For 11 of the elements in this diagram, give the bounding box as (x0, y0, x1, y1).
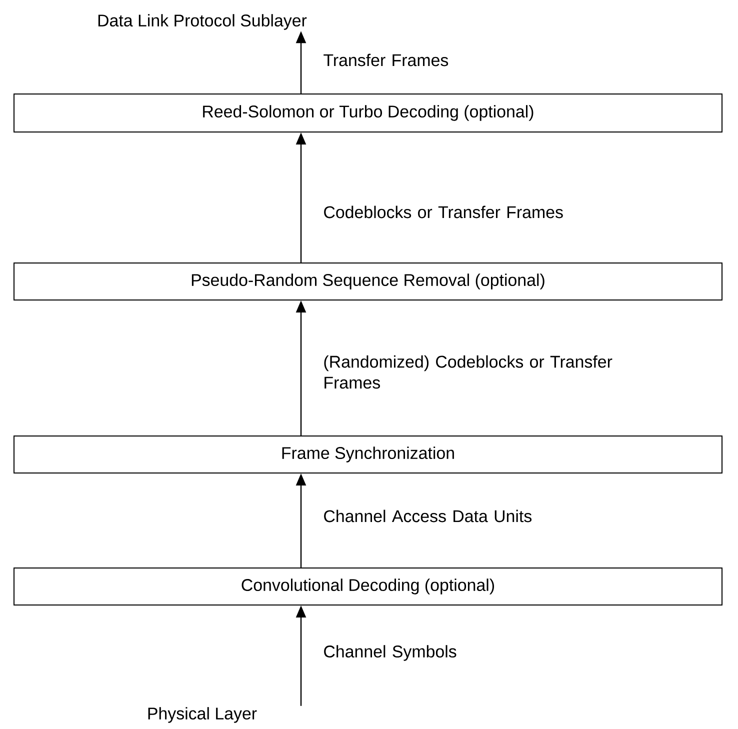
layer-box: Pseudo-Random Sequence Removal (optional) (14, 262, 722, 300)
edge-label: Channel Access Data Units (324, 510, 532, 522)
layer-label: Physical Layer (148, 707, 257, 723)
layer-label: Data Link Protocol Sublayer (98, 14, 307, 30)
layer-box: Reed-Solomon or Turbo Decoding (optional) (14, 94, 722, 132)
edge-label: (Randomized) Codeblocks or Transfer Frames (324, 355, 612, 389)
layer-box: Convolutional Decoding (optional) (14, 567, 722, 606)
edge-label: Codeblocks or Transfer Frames (324, 206, 563, 218)
edge-label: Transfer Frames (324, 54, 448, 66)
edge-label: Channel Symbols (324, 645, 456, 661)
layer-box: Frame Synchronization (14, 435, 722, 474)
